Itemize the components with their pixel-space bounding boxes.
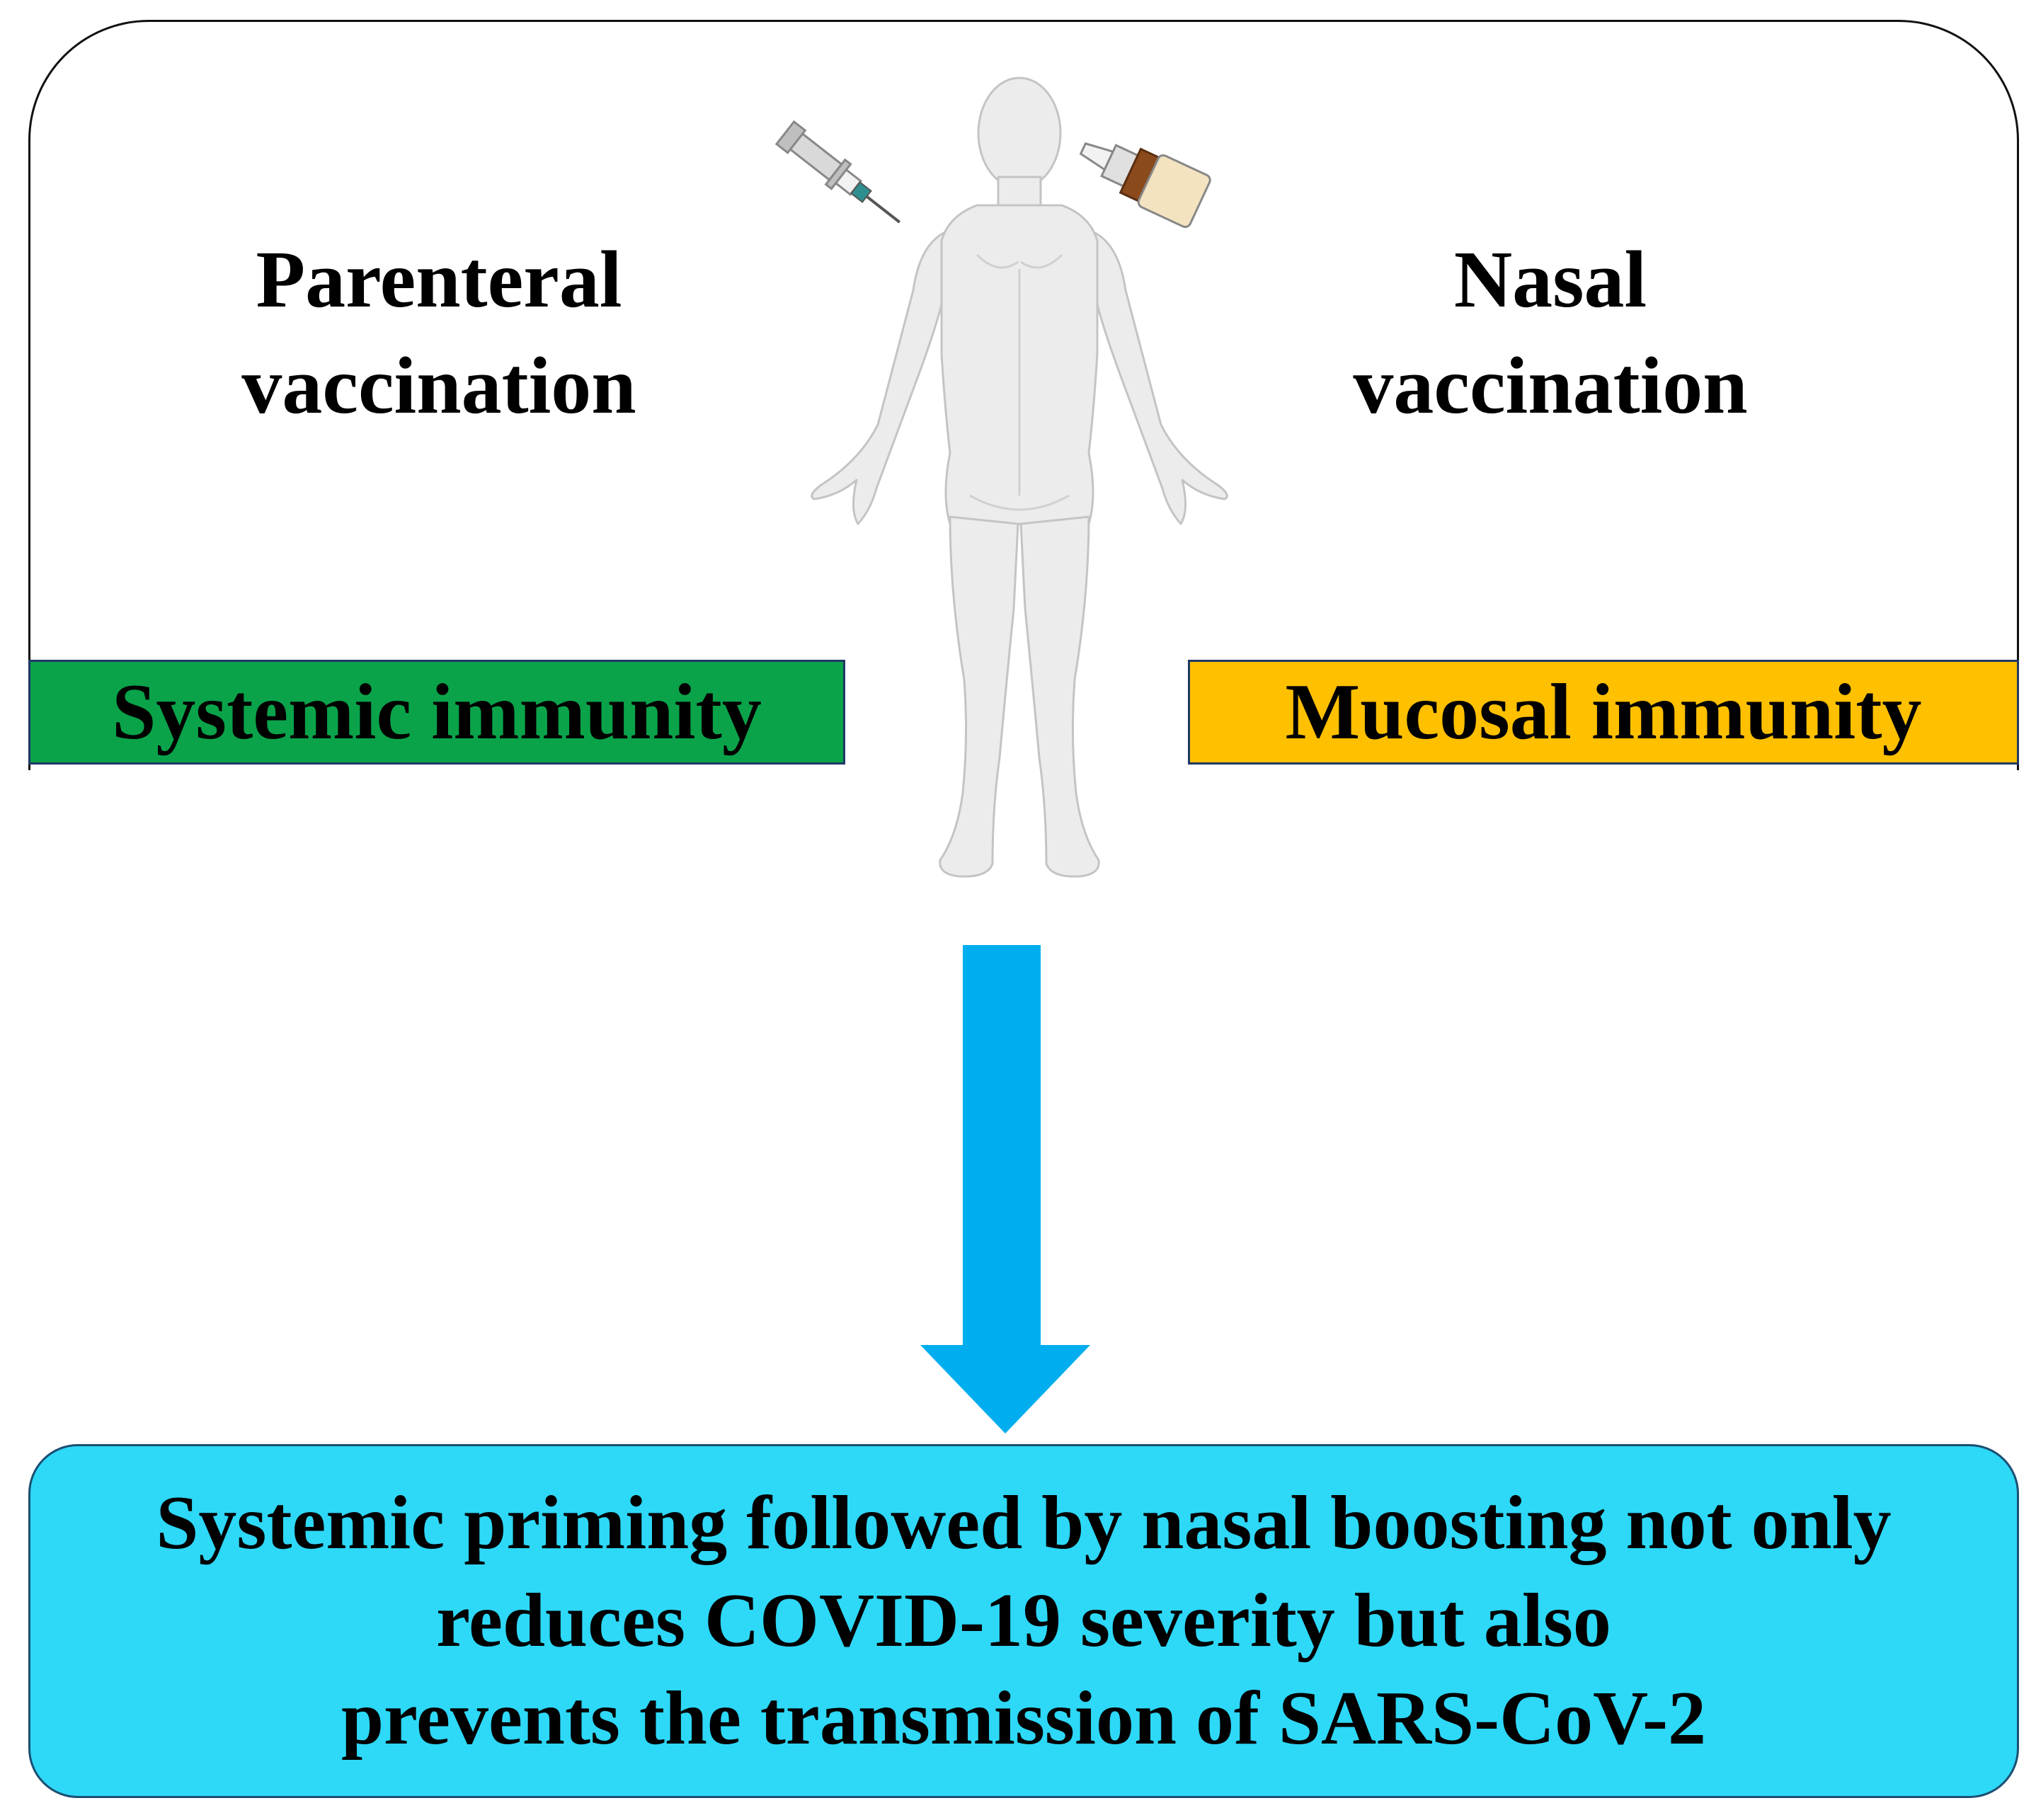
nasal-spray-icon <box>1079 142 1211 229</box>
down-arrow <box>920 945 1090 1433</box>
vaccination-frame <box>28 20 2019 770</box>
conclusion-line1: Systemic priming followed by nasal boost… <box>156 1481 1892 1565</box>
conclusion-line2: reduces COVID-19 severity but also <box>436 1579 1611 1663</box>
conclusion-box: Systemic priming followed by nasal boost… <box>28 1444 2019 1798</box>
nasal-label-line2: vaccination <box>1353 340 1748 430</box>
left-leg-shape <box>939 515 1019 878</box>
parenteral-vaccination-label: Parenteral vaccination <box>163 227 715 439</box>
parenteral-label-line2: vaccination <box>241 340 636 430</box>
conclusion-text: Systemic priming followed by nasal boost… <box>68 1475 1979 1768</box>
mucosal-immunity-box: Mucosal immunity <box>1188 660 2019 765</box>
head-shape <box>977 76 1062 190</box>
conclusion-line3: prevents the transmission of SARS-CoV-2 <box>341 1676 1707 1761</box>
nasal-vaccination-label: Nasal vaccination <box>1267 227 1834 439</box>
right-arm-shape <box>1087 229 1228 525</box>
syringe-icon <box>774 120 901 224</box>
parenteral-label-line1: Parenteral <box>256 234 622 324</box>
left-arm-shape <box>811 229 951 525</box>
right-leg-shape <box>1019 515 1100 878</box>
human-body-figure <box>774 76 1228 878</box>
nasal-label-line1: Nasal <box>1453 234 1647 324</box>
systemic-immunity-box: Systemic immunity <box>28 660 845 765</box>
